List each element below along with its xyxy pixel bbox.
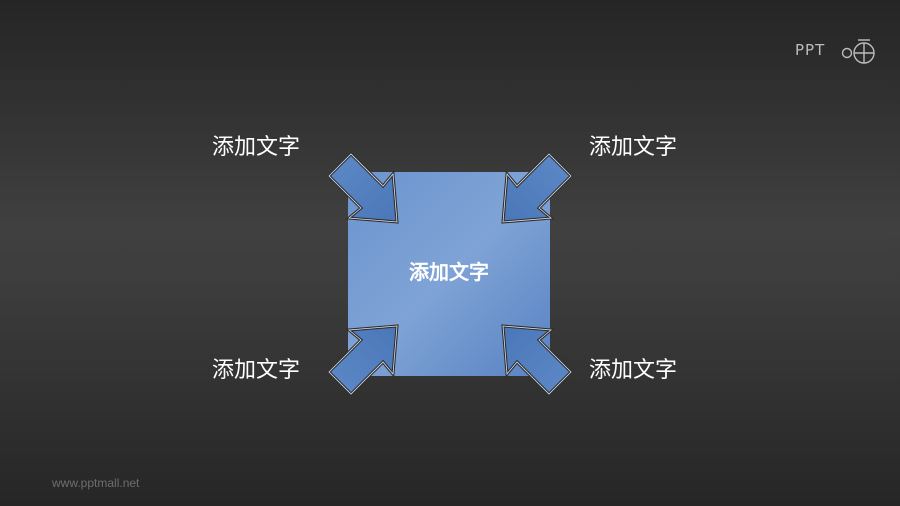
- label-top-left: 添加文字: [212, 135, 301, 160]
- footer-url: www.pptmall.net: [52, 476, 140, 490]
- brand-logo: PPT: [795, 37, 875, 67]
- label-top-right: 添加文字: [589, 135, 678, 160]
- label-bottom-left: 添加文字: [212, 358, 301, 383]
- center-box-label: 添加文字: [409, 260, 489, 284]
- arrow-bottom-left: [326, 324, 399, 397]
- logo-text: PPT: [795, 41, 826, 59]
- arrow-top-right: [501, 151, 574, 224]
- arrow-bottom-right: [501, 324, 574, 397]
- label-bottom-right: 添加文字: [589, 358, 678, 383]
- ppt-logo-icon: [841, 39, 875, 64]
- arrow-top-left: [326, 151, 399, 224]
